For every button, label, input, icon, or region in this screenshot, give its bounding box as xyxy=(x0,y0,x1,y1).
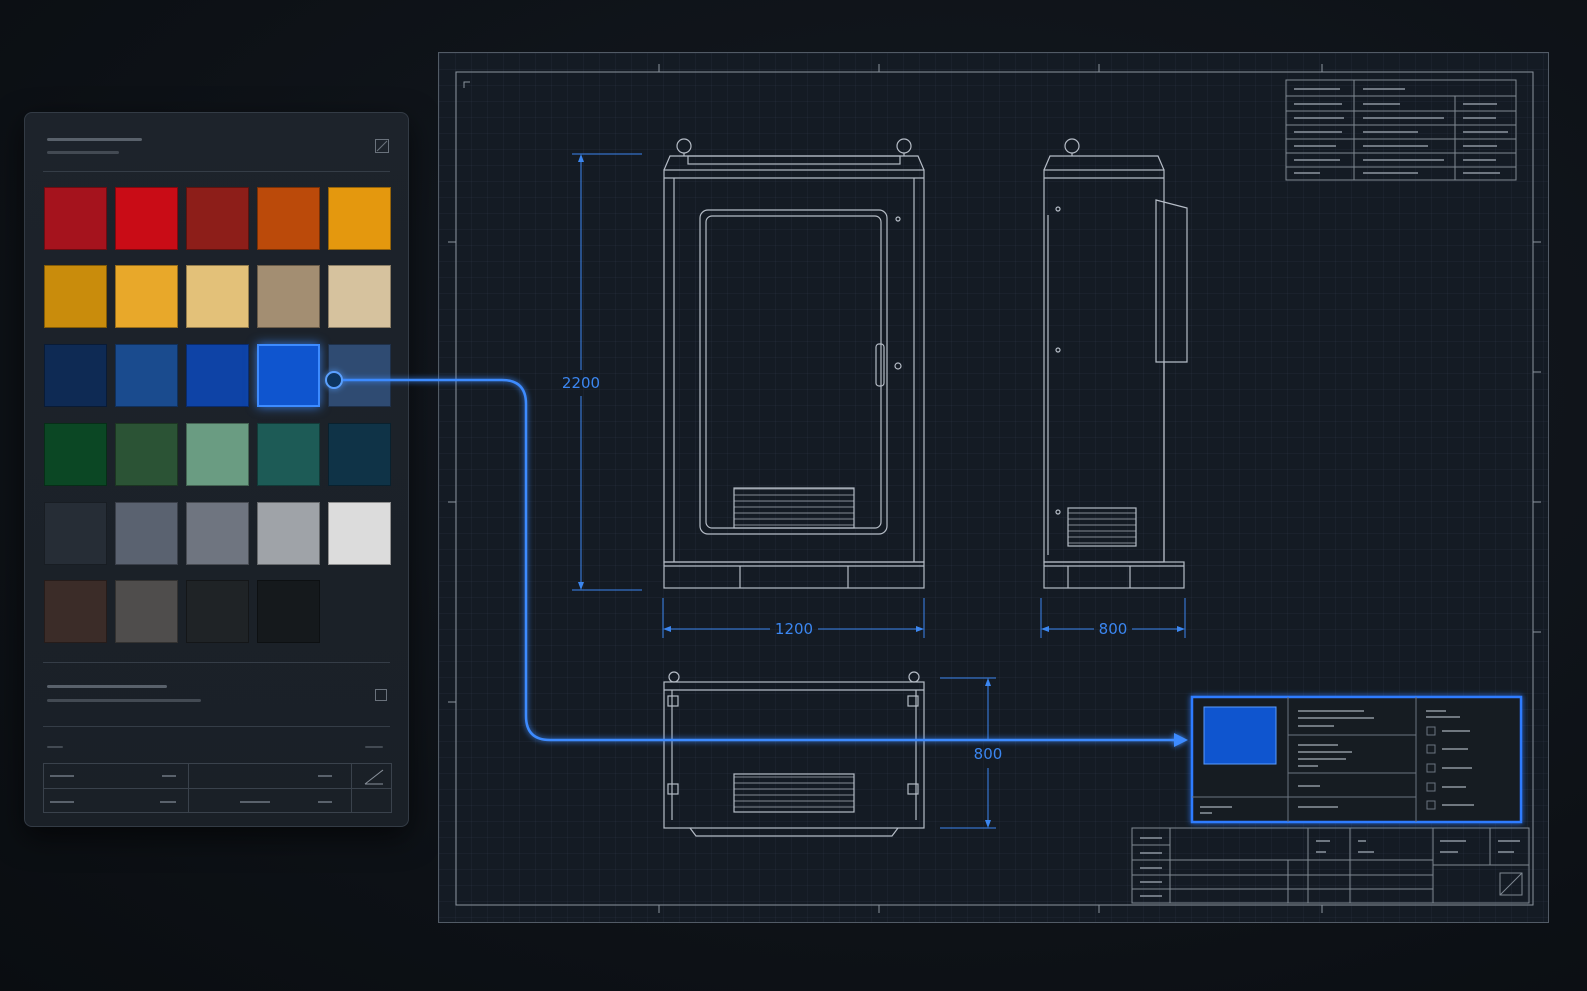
panel-divider-middle xyxy=(43,662,390,663)
color-swatch-1-2[interactable] xyxy=(115,187,178,250)
spec-mini-table xyxy=(43,763,392,813)
cabinet-front-view xyxy=(663,138,925,589)
cabinet-plan-view xyxy=(663,671,925,837)
expand-icon[interactable] xyxy=(375,139,389,153)
slash-icon xyxy=(364,769,384,785)
color-swatch-6-2[interactable] xyxy=(115,580,178,643)
height-dimension-label: 2200 xyxy=(562,374,600,392)
side-depth-dimension-label: 800 xyxy=(1099,620,1128,638)
color-swatch-4-2[interactable] xyxy=(115,423,178,486)
color-swatch-6-1[interactable] xyxy=(44,580,107,643)
panel-subtitle-placeholder xyxy=(47,151,119,154)
front-width-dimension-label: 1200 xyxy=(775,620,813,638)
dimension-plan-depth xyxy=(940,677,996,829)
color-swatch-5-4[interactable] xyxy=(257,502,320,565)
legend-color-swatch xyxy=(1203,706,1277,765)
color-swatch-2-4[interactable] xyxy=(257,265,320,328)
panel-divider-bottom xyxy=(43,726,390,727)
color-swatch-2-3[interactable] xyxy=(186,265,249,328)
color-swatch-3-4[interactable] xyxy=(257,344,320,407)
color-swatch-1-1[interactable] xyxy=(44,187,107,250)
color-swatch-3-2[interactable] xyxy=(115,344,178,407)
color-connector-arrow xyxy=(325,371,1188,747)
dimension-height xyxy=(572,153,642,591)
color-swatch-4-5[interactable] xyxy=(328,423,391,486)
sheet-border xyxy=(448,64,1541,913)
color-swatch-5-2[interactable] xyxy=(115,502,178,565)
revision-table xyxy=(1285,79,1517,181)
color-legend-box xyxy=(1190,695,1523,824)
panel-divider-top xyxy=(43,171,390,172)
title-block xyxy=(1131,827,1530,904)
color-swatch-6-3[interactable] xyxy=(186,580,249,643)
color-swatch-4-4[interactable] xyxy=(257,423,320,486)
color-swatch-1-5[interactable] xyxy=(328,187,391,250)
connector-start-handle[interactable] xyxy=(325,371,343,389)
color-swatch-1-4[interactable] xyxy=(257,187,320,250)
color-palette-panel xyxy=(24,112,409,827)
color-swatch-5-1[interactable] xyxy=(44,502,107,565)
dimension-front-width xyxy=(662,598,925,638)
color-swatch-3-3[interactable] xyxy=(186,344,249,407)
color-swatch-2-5[interactable] xyxy=(328,265,391,328)
color-swatch-5-5[interactable] xyxy=(328,502,391,565)
option-description-placeholder xyxy=(47,699,201,702)
color-swatch-2-2[interactable] xyxy=(115,265,178,328)
option-label-placeholder xyxy=(47,685,167,688)
color-swatch-4-1[interactable] xyxy=(44,423,107,486)
color-swatch-4-3[interactable] xyxy=(186,423,249,486)
color-swatch-5-3[interactable] xyxy=(186,502,249,565)
color-swatch-6-4[interactable] xyxy=(257,580,320,643)
color-swatch-1-3[interactable] xyxy=(186,187,249,250)
cabinet-side-view xyxy=(1043,138,1188,589)
footer-value-placeholder xyxy=(365,746,383,748)
color-swatch-2-1[interactable] xyxy=(44,265,107,328)
option-checkbox[interactable] xyxy=(375,689,387,701)
plan-depth-dimension-label: 800 xyxy=(974,745,1003,763)
footer-label-placeholder xyxy=(47,746,63,748)
panel-title-placeholder xyxy=(47,138,142,141)
dimension-side-depth xyxy=(1040,598,1186,638)
color-swatch-3-1[interactable] xyxy=(44,344,107,407)
